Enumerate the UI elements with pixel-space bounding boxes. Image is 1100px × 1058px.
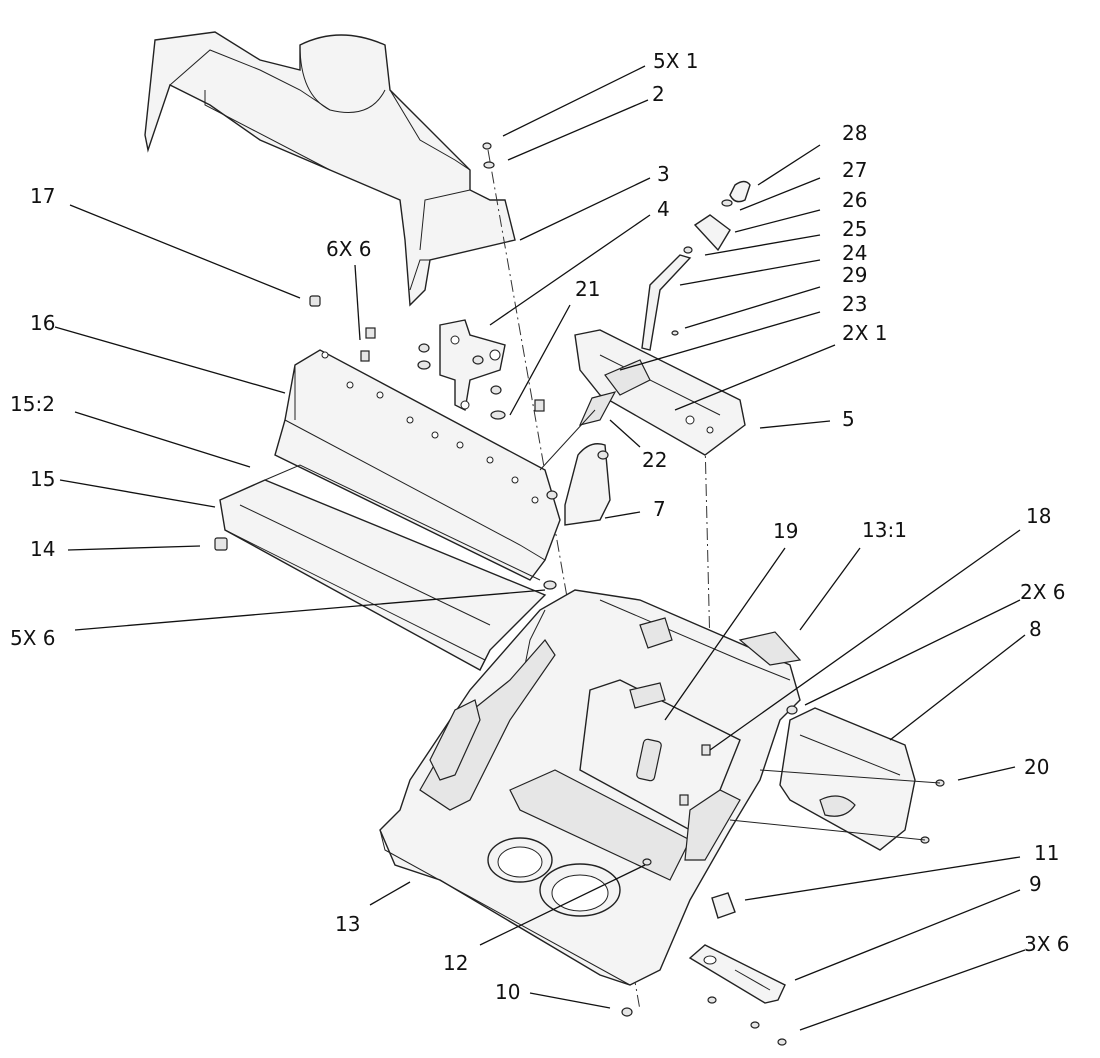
callout-12: 12	[443, 951, 468, 975]
callout-3x6: 3X 6	[1024, 932, 1070, 956]
center-line-2	[704, 439, 711, 651]
callout-4: 4	[657, 197, 670, 221]
callout-18: 18	[1026, 504, 1051, 528]
leader-lines	[54, 65, 1026, 1031]
callout-11: 11	[1034, 841, 1059, 865]
callout-24: 24	[842, 241, 867, 265]
callout-25: 25	[842, 217, 867, 241]
callout-5x1: 5X 1	[653, 49, 699, 73]
callout-16: 16	[30, 311, 55, 335]
scraper-bar-15	[214, 464, 558, 671]
hardware-stack-top	[482, 142, 495, 169]
shift-lever-assembly	[641, 180, 751, 351]
callout-5x6: 5X 6	[10, 626, 56, 650]
callout-28: 28	[842, 121, 867, 145]
callout-15: 15	[30, 467, 55, 491]
callout-29: 29	[842, 263, 867, 287]
callout-2: 2	[652, 82, 665, 106]
bolts-top	[309, 295, 545, 412]
callout-15-2: 15:2	[10, 392, 55, 416]
scraper-plate-16	[274, 349, 561, 581]
callout-13: 13	[335, 912, 360, 936]
callout-labels: 5X 1 2 28 27 26 3 25 17 4 24 6X 6 29 21 …	[10, 49, 1070, 1004]
spring-22	[539, 391, 617, 471]
callout-23: 23	[842, 292, 867, 316]
callout-9: 9	[1029, 872, 1042, 896]
callout-2x6: 2X 6	[1020, 580, 1066, 604]
callout-14: 14	[30, 537, 55, 561]
callout-26: 26	[842, 188, 867, 212]
callout-8: 8	[1029, 617, 1042, 641]
chute-housing	[144, 31, 516, 307]
shift-bracket-plate	[574, 329, 746, 456]
bracket-4	[417, 319, 506, 420]
nut-10	[621, 1007, 633, 1017]
tray-8	[729, 705, 945, 851]
callout-21: 21	[575, 277, 600, 301]
callout-17: 17	[30, 184, 55, 208]
bushing-11	[711, 892, 736, 919]
callout-7: 7	[653, 497, 666, 521]
callout-20: 20	[1024, 755, 1049, 779]
bracket-7	[564, 443, 611, 526]
callout-10: 10	[495, 980, 520, 1004]
callout-27: 27	[842, 158, 867, 182]
callout-22: 22	[642, 448, 667, 472]
main-housing-13	[379, 589, 802, 986]
callout-3: 3	[657, 162, 670, 186]
callout-19: 19	[773, 519, 798, 543]
callout-6x6: 6X 6	[326, 237, 372, 261]
plate-9	[688, 944, 787, 1046]
callout-5: 5	[842, 407, 855, 431]
callout-13-1: 13:1	[862, 518, 907, 542]
callout-2x1: 2X 1	[842, 321, 888, 345]
